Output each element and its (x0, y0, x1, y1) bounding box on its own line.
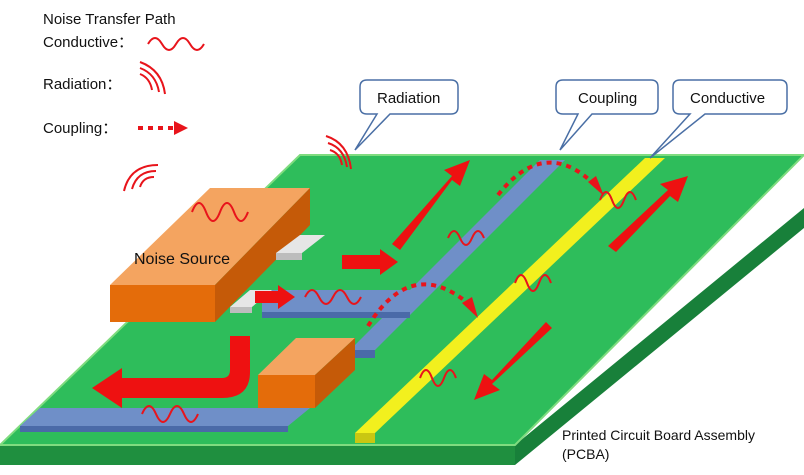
wave-on-yellow-mid (514, 274, 552, 292)
wave-on-yellow-upper (599, 191, 637, 209)
small-component-front (258, 375, 315, 408)
wave-on-noise-source (191, 202, 249, 222)
board-caption-line2: (PCBA) (562, 446, 609, 462)
trace-diagonal-side (350, 350, 375, 358)
flow-arrow-up-right (608, 176, 688, 252)
flow-arrow-curved (92, 336, 250, 408)
small-component-right (315, 338, 355, 408)
small-component-top (258, 338, 355, 375)
coupling-arrowheads (174, 121, 604, 318)
noise-waves (141, 37, 637, 423)
radiation-arcs-trace (325, 135, 352, 170)
yellow-trace (355, 158, 665, 443)
trace-bottom-side (20, 426, 288, 432)
noise-source-right (215, 188, 310, 322)
noise-source-top (110, 188, 310, 285)
trace-mid (262, 290, 430, 312)
flow-arrow-down-left (474, 322, 552, 400)
coupling-arrowhead-lower (462, 297, 478, 318)
legend: Noise Transfer Path Conductive： Radiatio… (43, 11, 176, 137)
callout-conductive: Conductive (649, 79, 788, 159)
legend-wave-icon (147, 37, 205, 51)
callout-radiation: Radiation (354, 79, 459, 151)
callout-conductive-label: Conductive (690, 90, 765, 107)
legend-radiation-icon (139, 61, 166, 95)
trace-mid-side (262, 312, 410, 318)
flow-arrow-up-left (392, 160, 470, 250)
yellow-trace-side (355, 433, 375, 443)
pin-upper (276, 235, 325, 253)
noise-source-front (110, 285, 215, 322)
flow-arrow-right-upper (342, 249, 398, 275)
small-component (258, 338, 355, 408)
pcb-board-side-front (0, 445, 515, 465)
wave-on-mid-trace (304, 289, 362, 305)
flow-arrow-right-lower (255, 285, 295, 309)
callout-radiation-label: Radiation (377, 90, 440, 107)
noise-source-component (110, 188, 325, 322)
pin-lower-side (230, 307, 252, 313)
radiation-arcs (123, 61, 352, 192)
pin-upper-side (276, 253, 302, 260)
wave-on-diagonal-trace (447, 230, 485, 246)
pcb-board-side-right (515, 208, 804, 465)
coupling-arrows (138, 126, 598, 328)
wave-on-bottom-trace (141, 405, 199, 423)
legend-coupling-arrowhead (174, 121, 188, 135)
callout-radiation-bubble (354, 79, 459, 151)
wave-on-yellow-lower (419, 369, 457, 387)
radiation-arcs-noise-source (123, 164, 159, 192)
coupling-arrow-upper (496, 160, 598, 197)
noise-source-label: Noise Source (134, 251, 230, 268)
coupling-arrowhead-upper (588, 176, 604, 196)
board-caption-line1: Printed Circuit Board Assembly (562, 427, 755, 443)
legend-conductive-label: Conductive： (43, 34, 133, 51)
legend-coupling-label: Coupling： (43, 120, 117, 137)
trace-bottom (20, 408, 310, 426)
coupling-arrow-lower (366, 282, 472, 328)
flow-arrows (92, 160, 688, 408)
board-caption: Printed Circuit Board Assembly (PCBA) (562, 427, 755, 462)
legend-radiation-label: Radiation： (43, 76, 121, 93)
callout-coupling-label: Coupling (578, 90, 637, 107)
legend-title: Noise Transfer Path (43, 11, 176, 28)
callout-coupling: Coupling (555, 79, 659, 151)
callout-conductive-bubble (649, 79, 788, 159)
yellow-trace-top (355, 158, 665, 433)
callout-coupling-bubble (555, 79, 659, 151)
